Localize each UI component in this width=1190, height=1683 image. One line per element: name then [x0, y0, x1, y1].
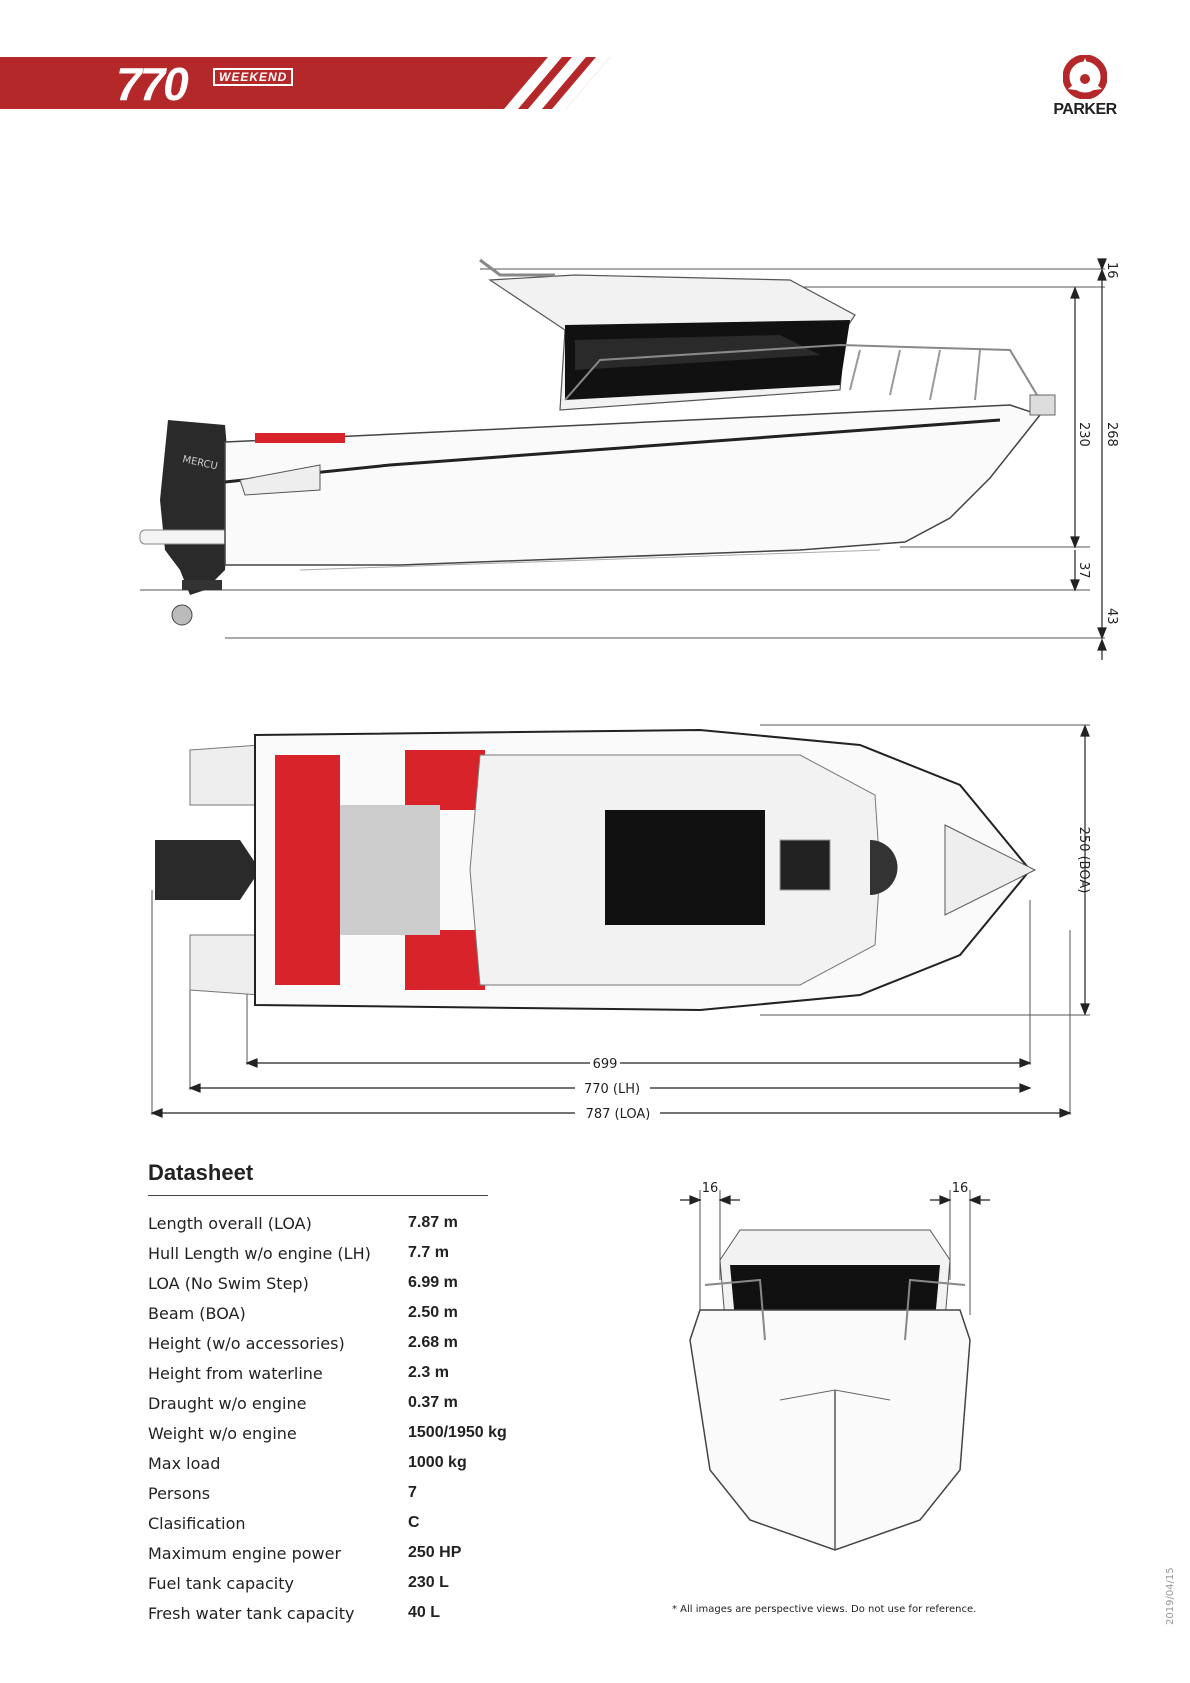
spec-value: 7.87 m — [408, 1214, 458, 1231]
dim-770-lh: 770 (LH) — [584, 1082, 640, 1097]
spec-row: Draught w/o engine 0.37 m — [148, 1388, 507, 1418]
brand-name: PARKER — [1053, 101, 1117, 118]
spec-row: Fuel tank capacity 230 L — [148, 1568, 507, 1598]
spec-value: 6.99 m — [408, 1274, 458, 1291]
spec-table: Length overall (LOA) 7.87 m Hull Length w… — [148, 1208, 507, 1628]
spec-label: Beam (BOA) — [148, 1303, 246, 1323]
spec-label: Persons — [148, 1483, 211, 1503]
spec-row: Length overall (LOA) 7.87 m — [148, 1208, 507, 1238]
dim-front-left: 16 — [702, 1181, 719, 1196]
spec-value: 1000 kg — [408, 1454, 467, 1471]
side-boat: MERCU — [139, 258, 1056, 626]
spec-label: Maximum engine power — [148, 1543, 342, 1563]
spec-label: Height (w/o accessories) — [148, 1333, 345, 1353]
dim-beam: 250 (BOA) — [1076, 827, 1091, 894]
spec-value: 2.50 m — [408, 1304, 458, 1321]
spec-row: Fresh water tank capacity 40 L — [148, 1598, 507, 1628]
spec-label: Length overall (LOA) — [148, 1213, 312, 1233]
datasheet-title: Datasheet — [148, 1160, 254, 1185]
parker-emblem-icon — [1062, 54, 1108, 100]
dim-787-loa: 787 (LOA) — [586, 1107, 651, 1120]
spec-value: 40 L — [408, 1604, 441, 1621]
spec-value: 1500/1950 kg — [408, 1424, 507, 1441]
spec-row: Persons 7 — [148, 1478, 507, 1508]
spec-value: 2.68 m — [408, 1334, 458, 1351]
front-boat — [689, 1229, 971, 1551]
dim-16-side: 16 — [1104, 262, 1119, 279]
spec-label: Clasification — [148, 1513, 246, 1533]
spec-row: Maximum engine power 250 HP — [148, 1538, 507, 1568]
model-name: WEEKEND — [213, 68, 294, 86]
spec-row: Height from waterline 2.3 m — [148, 1358, 507, 1388]
spec-label: Height from waterline — [148, 1363, 323, 1383]
spec-row: Beam (BOA) 2.50 m — [148, 1298, 507, 1328]
datasheet-divider — [148, 1195, 488, 1196]
footnote: * All images are perspective views. Do n… — [672, 1604, 977, 1615]
spec-row: LOA (No Swim Step) 6.99 m — [148, 1268, 507, 1298]
dim-43: 43 — [1104, 608, 1119, 625]
spec-value: 0.37 m — [408, 1394, 458, 1411]
date-stamp: 2019/04/15 — [1165, 1567, 1176, 1625]
spec-value: 2.3 m — [408, 1364, 449, 1381]
spec-label: LOA (No Swim Step) — [148, 1273, 309, 1293]
spec-row: Max load 1000 kg — [148, 1448, 507, 1478]
spec-row: Weight w/o engine 1500/1950 kg — [148, 1418, 507, 1448]
spec-label: Hull Length w/o engine (LH) — [148, 1243, 371, 1263]
dim-front-right: 16 — [952, 1181, 969, 1196]
front-view-drawing: 16 16 — [680, 1181, 990, 1551]
dim-699: 699 — [593, 1057, 618, 1072]
top-view-drawing: 250 (BOA) 699 770 (LH) 787 (LOA) — [150, 724, 1091, 1120]
spec-row: Height (w/o accessories) 2.68 m — [148, 1328, 507, 1358]
side-view-drawing: 16 230 268 37 43 MERCU — [139, 258, 1119, 660]
spec-label: Fuel tank capacity — [148, 1573, 294, 1593]
dim-268: 268 — [1104, 422, 1119, 447]
dim-230: 230 — [1076, 422, 1091, 447]
spec-value: 7.7 m — [408, 1244, 449, 1261]
spec-value: C — [408, 1514, 420, 1531]
spec-label: Max load — [148, 1453, 221, 1473]
dim-37: 37 — [1076, 562, 1091, 579]
header-band — [0, 57, 610, 109]
spec-value: 7 — [408, 1484, 417, 1501]
model-number: 770 — [116, 58, 189, 110]
spec-label: Draught w/o engine — [148, 1393, 307, 1413]
spec-row: Hull Length w/o engine (LH) 7.7 m — [148, 1238, 507, 1268]
spec-label: Fresh water tank capacity — [148, 1603, 355, 1623]
spec-value: 250 HP — [408, 1544, 462, 1561]
spec-value: 230 L — [408, 1574, 449, 1591]
top-boat — [155, 728, 1037, 1012]
spec-label: Weight w/o engine — [148, 1423, 297, 1443]
parker-logo: PARKER — [1035, 54, 1135, 118]
spec-row: Clasification C — [148, 1508, 507, 1538]
